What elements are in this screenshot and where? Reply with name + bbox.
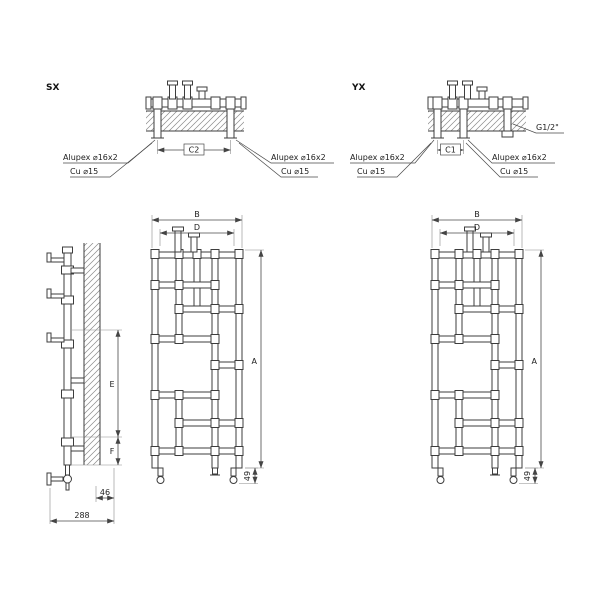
label-alupex-yx-left: Alupex ⌀16x2 bbox=[350, 153, 405, 162]
dim-label-49: 49 bbox=[523, 471, 532, 481]
dim-box-c2 bbox=[183, 143, 205, 156]
dim-label-49: 49 bbox=[243, 471, 252, 481]
wall-bracket bbox=[70, 377, 85, 384]
radiator-body-sx bbox=[150, 249, 244, 484]
wall-section-hatch-yx bbox=[428, 111, 526, 131]
hook bbox=[49, 337, 65, 343]
dim-label-c1: C1 bbox=[445, 146, 456, 155]
radiator-body-yx bbox=[430, 249, 524, 484]
dim-label-d: D bbox=[194, 223, 200, 232]
extension-lines bbox=[72, 329, 122, 466]
wall-bracket bbox=[70, 267, 85, 274]
dim-label-a: A bbox=[532, 357, 538, 366]
dim-label-b: B bbox=[474, 210, 480, 219]
dim-label-b: B bbox=[194, 210, 200, 219]
dim-label-c2: C2 bbox=[189, 146, 200, 155]
valve bbox=[63, 474, 72, 484]
hook bbox=[49, 257, 65, 263]
yx-top-view: YX C1 G1/2" Alupex ⌀16x2 Cu ⌀15 Alupex ⌀… bbox=[350, 80, 564, 178]
variant-label-sx: SX bbox=[46, 83, 59, 93]
wall-section-hatch-sx bbox=[146, 111, 244, 131]
side-view: E F 46 288 bbox=[46, 243, 122, 524]
label-alupex-sx-left: Alupex ⌀16x2 bbox=[63, 153, 118, 162]
label-cu-yx-left: Cu ⌀15 bbox=[357, 167, 385, 176]
label-cu-sx-right: Cu ⌀15 bbox=[281, 167, 309, 176]
label-alupex-sx-right: Alupex ⌀16x2 bbox=[271, 153, 326, 162]
leader-line bbox=[350, 139, 435, 164]
top-stub bbox=[174, 230, 182, 253]
leader-line bbox=[465, 142, 538, 178]
label-cu-sx-left: Cu ⌀15 bbox=[70, 167, 98, 176]
wall-bracket bbox=[70, 445, 85, 452]
leader-line bbox=[357, 142, 432, 178]
pipe-connector bbox=[226, 105, 235, 139]
leader-line bbox=[238, 142, 318, 178]
hook bbox=[49, 293, 65, 299]
dim-label-288: 288 bbox=[74, 511, 89, 520]
g-thread-fitting bbox=[501, 130, 514, 138]
dim-label-d: D bbox=[474, 223, 480, 232]
sx-front-view: B D A 49 bbox=[150, 210, 264, 484]
top-stub bbox=[190, 236, 198, 253]
yx-front-view: B D A 49 bbox=[430, 210, 544, 484]
leader-line bbox=[512, 123, 564, 134]
label-alupex-yx-right: Alupex ⌀16x2 bbox=[492, 153, 547, 162]
label-g-thread: G1/2" bbox=[536, 123, 559, 132]
pipe-connector bbox=[153, 105, 162, 139]
pipe-connector bbox=[433, 105, 442, 139]
top-stub bbox=[482, 236, 490, 253]
leader-line bbox=[70, 142, 153, 178]
valve-handle bbox=[49, 476, 64, 482]
dim-label-f: F bbox=[110, 447, 115, 456]
variant-label-yx: YX bbox=[351, 83, 366, 93]
wall-section-edges-side bbox=[83, 243, 101, 465]
sx-top-view: SX C2 Alupex ⌀16x2 Cu ⌀15 Alupex ⌀16x2 C… bbox=[46, 80, 334, 178]
dim-label-46: 46 bbox=[100, 488, 110, 497]
label-cu-yx-right: Cu ⌀15 bbox=[500, 167, 528, 176]
leader-line bbox=[235, 139, 334, 164]
top-stub bbox=[466, 230, 474, 253]
dim-box-c1 bbox=[440, 143, 461, 156]
pipe-connector bbox=[459, 105, 468, 139]
leader-line bbox=[467, 139, 555, 164]
dim-label-a: A bbox=[252, 357, 258, 366]
wall-section-hatch-side bbox=[84, 243, 100, 465]
dim-label-e: E bbox=[109, 380, 114, 389]
riser-pipe bbox=[63, 251, 72, 466]
